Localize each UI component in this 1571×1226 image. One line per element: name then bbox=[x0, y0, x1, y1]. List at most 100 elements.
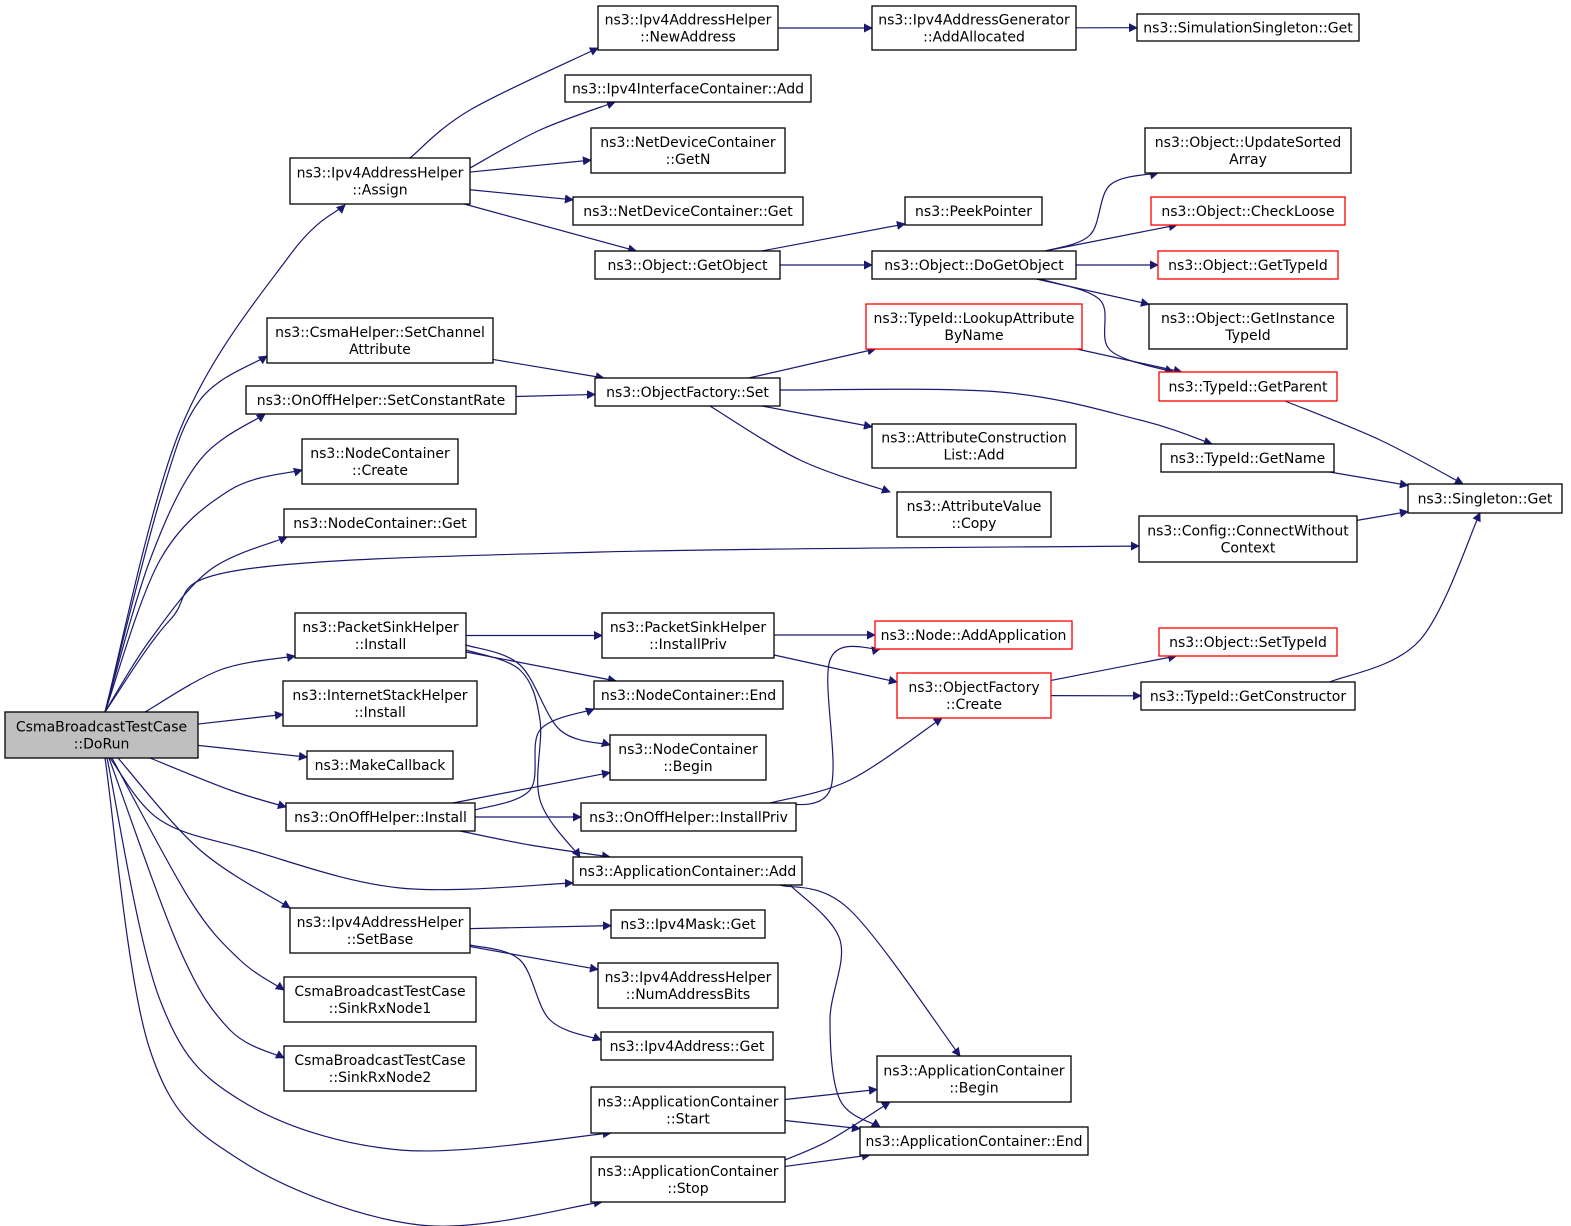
node-label: ns3::ApplicationContainer bbox=[883, 1064, 1064, 1080]
node-acstop[interactable]: ns3::ApplicationContainer::Stop bbox=[590, 1156, 786, 1203]
node-assign[interactable]: ns3::Ipv4AddressHelper::Assign bbox=[289, 157, 471, 205]
node-allocated[interactable]: ns3::Ipv4AddressGenerator::AddAllocated bbox=[871, 5, 1077, 51]
edge-root-to-sink1 bbox=[111, 757, 285, 991]
node-label: ns3::SimulationSingleton::Get bbox=[1143, 21, 1353, 37]
node-acend[interactable]: ns3::ApplicationContainer::End bbox=[859, 1126, 1089, 1156]
node-box bbox=[306, 750, 454, 780]
node-acbegin[interactable]: ns3::ApplicationContainer::Begin bbox=[876, 1055, 1072, 1103]
edge-root-to-psinstall bbox=[144, 653, 296, 713]
node-onoffinstall[interactable]: ns3::OnOffHelper::Install bbox=[285, 802, 476, 832]
edge-setbase-to-maskget bbox=[469, 921, 612, 931]
edge-getparent-to-singletonget bbox=[1284, 400, 1464, 485]
node-label: ns3::Ipv4Mask::Get bbox=[620, 917, 756, 933]
node-getctor[interactable]: ns3::TypeId::GetConstructor bbox=[1140, 681, 1356, 711]
edge-assign-to-getobject bbox=[464, 203, 638, 254]
edge-root-to-assign bbox=[104, 204, 346, 713]
node-box bbox=[590, 1086, 786, 1134]
node-label: ns3::PacketSinkHelper bbox=[302, 620, 459, 636]
edge-setbase-to-addrget bbox=[469, 944, 602, 1042]
node-box bbox=[1407, 483, 1563, 514]
node-box bbox=[285, 802, 476, 832]
node-addrget[interactable]: ns3::Ipv4Address::Get bbox=[600, 1031, 774, 1061]
node-maskget[interactable]: ns3::Ipv4Mask::Get bbox=[610, 909, 766, 939]
node-root[interactable]: CsmaBroadcastTestCase::DoRun bbox=[4, 711, 199, 759]
node-label: ns3::ApplicationContainer::Add bbox=[579, 864, 796, 880]
node-newaddr[interactable]: ns3::Ipv4AddressHelper::NewAddress bbox=[597, 5, 779, 51]
node-constrate[interactable]: ns3::OnOffHelper::SetConstantRate bbox=[245, 385, 517, 415]
node-label: Attribute bbox=[349, 342, 411, 358]
node-checkloose[interactable]: ns3::Object::CheckLoose bbox=[1150, 196, 1346, 226]
edge-root-to-nccreate bbox=[104, 467, 303, 713]
node-makecb[interactable]: ns3::MakeCallback bbox=[306, 750, 454, 780]
node-box bbox=[904, 196, 1043, 226]
edge-root-to-ishinstall bbox=[197, 710, 284, 725]
node-label: ns3::Object::GetTypeId bbox=[1168, 258, 1328, 274]
node-ndcget[interactable]: ns3::NetDeviceContainer::Get bbox=[572, 196, 804, 226]
node-label: ::AddAllocated bbox=[923, 30, 1025, 46]
node-ncget[interactable]: ns3::NodeContainer::Get bbox=[283, 508, 477, 538]
node-acstart[interactable]: ns3::ApplicationContainer::Start bbox=[590, 1086, 786, 1134]
edge-assign-to-ifcadd bbox=[469, 100, 616, 169]
node-factset[interactable]: ns3::ObjectFactory::Set bbox=[594, 377, 781, 407]
node-label: List::Add bbox=[943, 448, 1004, 464]
node-nccreate[interactable]: ns3::NodeContainer::Create bbox=[301, 438, 459, 485]
node-sink2[interactable]: CsmaBroadcastTestCase::SinkRxNode2 bbox=[283, 1045, 477, 1092]
node-label: ns3::Ipv4AddressGenerator bbox=[878, 13, 1070, 29]
node-label: ::Create bbox=[352, 463, 408, 479]
node-label: ::DoRun bbox=[74, 737, 130, 753]
node-ishinstall[interactable]: ns3::InternetStackHelper::Install bbox=[282, 680, 478, 727]
node-setobjtypeid[interactable]: ns3::Object::SetTypeId bbox=[1158, 627, 1338, 657]
edge-setbase-to-numbits bbox=[469, 945, 599, 973]
node-box bbox=[572, 856, 803, 886]
node-getparent[interactable]: ns3::TypeId::GetParent bbox=[1158, 371, 1338, 402]
node-addapp[interactable]: ns3::Node::AddApplication bbox=[874, 620, 1073, 650]
node-onoffpriv[interactable]: ns3::OnOffHelper::InstallPriv bbox=[580, 802, 797, 832]
node-label: ::Start bbox=[666, 1112, 710, 1128]
edge-onoffpriv-to-factcreate bbox=[769, 717, 943, 804]
node-box bbox=[594, 250, 781, 280]
node-peek[interactable]: ns3::PeekPointer bbox=[904, 196, 1043, 226]
node-simsingleton[interactable]: ns3::SimulationSingleton::Get bbox=[1136, 13, 1360, 42]
node-ifcadd[interactable]: ns3::Ipv4InterfaceContainer::Add bbox=[564, 74, 812, 103]
node-factcreate[interactable]: ns3::ObjectFactory::Create bbox=[896, 672, 1052, 719]
edge-assign-to-newaddr bbox=[409, 47, 599, 159]
node-acadd[interactable]: ns3::ApplicationContainer::Add bbox=[572, 856, 803, 886]
edge-connect-to-singletonget bbox=[1356, 508, 1409, 521]
node-numbits[interactable]: ns3::Ipv4AddressHelper::NumAddressBits bbox=[597, 962, 779, 1009]
node-box bbox=[283, 508, 477, 538]
node-box bbox=[1158, 371, 1338, 402]
node-box bbox=[564, 74, 812, 103]
node-ncbegin[interactable]: ns3::NodeContainer::Begin bbox=[609, 734, 767, 781]
node-sink1[interactable]: CsmaBroadcastTestCase::SinkRxNode1 bbox=[283, 976, 477, 1023]
edge-root-to-makecb bbox=[197, 744, 308, 761]
node-getobject[interactable]: ns3::Object::GetObject bbox=[594, 250, 781, 280]
node-getname[interactable]: ns3::TypeId::GetName bbox=[1160, 443, 1335, 473]
node-attrcopy[interactable]: ns3::AttributeValue::Copy bbox=[896, 491, 1052, 538]
edge-assign-to-ndcget bbox=[469, 189, 574, 204]
node-box bbox=[896, 672, 1052, 719]
node-ncend[interactable]: ns3::NodeContainer::End bbox=[593, 680, 784, 710]
node-setbase[interactable]: ns3::Ipv4AddressHelper::SetBase bbox=[289, 907, 471, 954]
edge-psinstallpriv-to-factcreate bbox=[773, 654, 898, 685]
node-psinstallpriv[interactable]: ns3::PacketSinkHelper::InstallPriv bbox=[601, 612, 775, 659]
node-gettypeid[interactable]: ns3::Object::GetTypeId bbox=[1157, 250, 1339, 280]
node-label: ns3::Object::CheckLoose bbox=[1161, 204, 1334, 220]
node-label: ns3::Object::SetTypeId bbox=[1169, 635, 1327, 651]
node-label: ns3::MakeCallback bbox=[315, 758, 447, 774]
node-label: ns3::ApplicationContainer bbox=[597, 1095, 778, 1111]
node-ndcgetn[interactable]: ns3::NetDeviceContainer::GetN bbox=[590, 127, 786, 174]
node-psinstall[interactable]: ns3::PacketSinkHelper::Install bbox=[294, 612, 467, 659]
edge-factcreate-to-setobjtypeid bbox=[1050, 653, 1178, 682]
node-dogetobject[interactable]: ns3::Object::DoGetObject bbox=[871, 250, 1077, 280]
node-singletonget[interactable]: ns3::Singleton::Get bbox=[1407, 483, 1563, 514]
edge-setchannel-to-factset bbox=[492, 358, 605, 382]
edge-dogetobject-to-updatesorted bbox=[1044, 170, 1159, 252]
node-box bbox=[1148, 303, 1348, 350]
node-label: ns3::ApplicationContainer bbox=[597, 1164, 778, 1180]
